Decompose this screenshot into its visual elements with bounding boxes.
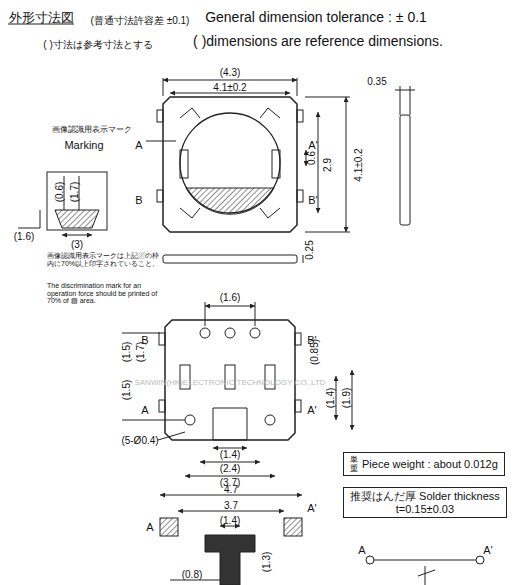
dimension-label: General dimension tolerance : ± 0.1 — [205, 10, 427, 25]
dimension-label: A — [146, 521, 153, 533]
dimension-label: B — [135, 194, 142, 206]
dimension-label: A' — [483, 544, 492, 556]
dimension-label: 4.7 — [224, 484, 238, 495]
dimension-label: 3.7 — [224, 500, 238, 511]
dimension-label: (1.5) — [121, 380, 132, 401]
dimension-label: (1.4) — [220, 515, 241, 526]
spec-box: 推奨はんだ厚 Solder thicknesst=0.15±0.03 — [343, 487, 507, 518]
dimension-label: (1.5) — [121, 342, 132, 363]
dimension-label: A — [358, 544, 365, 556]
dimension-label: A' — [308, 139, 317, 151]
dimension-label: (1.9) — [341, 388, 352, 409]
dimension-label: (普通寸法許容差 ±0.1) — [91, 15, 190, 26]
dimension-label: 4.1±0.2 — [213, 82, 246, 93]
spec-text: 単重 — [350, 455, 358, 473]
dimension-label: 画像認識用表示マークは上記▨の枠内に70%以上印字されていること。 — [47, 252, 159, 267]
dimension-label: (0.6) — [54, 182, 65, 203]
dimension-label: A — [141, 404, 148, 416]
dimension-label: The discrimination mark for an operation… — [47, 282, 159, 305]
dimension-label: A — [135, 139, 142, 151]
dimension-label: (4.3) — [220, 67, 241, 78]
dimension-label: (3) — [71, 239, 83, 250]
dimension-label: ( )dimensions are reference dimensions. — [193, 34, 443, 49]
dimension-label: (1.6) — [220, 292, 241, 303]
spec-box: 単重 Piece weight : about 0.012g — [343, 452, 505, 476]
dimension-label: (0.85) — [309, 339, 320, 365]
dimension-label: (0.8) — [182, 569, 203, 580]
dimension-label: SANWIN(HK)ELECTRONIC TECHNOLOGY CO.,LTD — [134, 379, 325, 388]
dimension-label: ( )寸法は参考寸法とする — [43, 39, 152, 50]
dimension-label: A' — [307, 502, 316, 514]
dimension-label: (1.4) — [325, 388, 336, 409]
dimension-label: (1.4) — [220, 449, 241, 460]
dimension-label: B — [141, 334, 148, 346]
dimension-label: (2.4) — [220, 463, 241, 474]
dimension-label: (1.3) — [261, 552, 272, 573]
dimension-label: 2.9 — [322, 158, 333, 172]
dimension-label: B' — [308, 194, 317, 206]
spec-text: t=0.15±0.03 — [396, 503, 454, 516]
dimension-label: 0.6 — [306, 151, 317, 165]
dimension-label: (1.7) — [69, 182, 80, 203]
spec-text: 推奨はんだ厚 Solder thickness — [350, 490, 500, 503]
dimension-label: 0.35 — [367, 76, 386, 87]
dimension-label: A' — [307, 404, 316, 416]
dimension-label: Marking — [64, 139, 103, 151]
dimension-label: 画像認識用表示マーク — [52, 126, 132, 135]
dimension-label: (1.6) — [14, 231, 35, 242]
dimension-label: 4.1±0.2 — [353, 148, 364, 181]
spec-text: Piece weight : about 0.012g — [362, 458, 498, 471]
dimension-label: (5-Ø0.4) — [121, 435, 158, 446]
dimension-label: 外形寸法図 — [9, 11, 74, 25]
dimension-label: 0.25 — [304, 240, 315, 259]
